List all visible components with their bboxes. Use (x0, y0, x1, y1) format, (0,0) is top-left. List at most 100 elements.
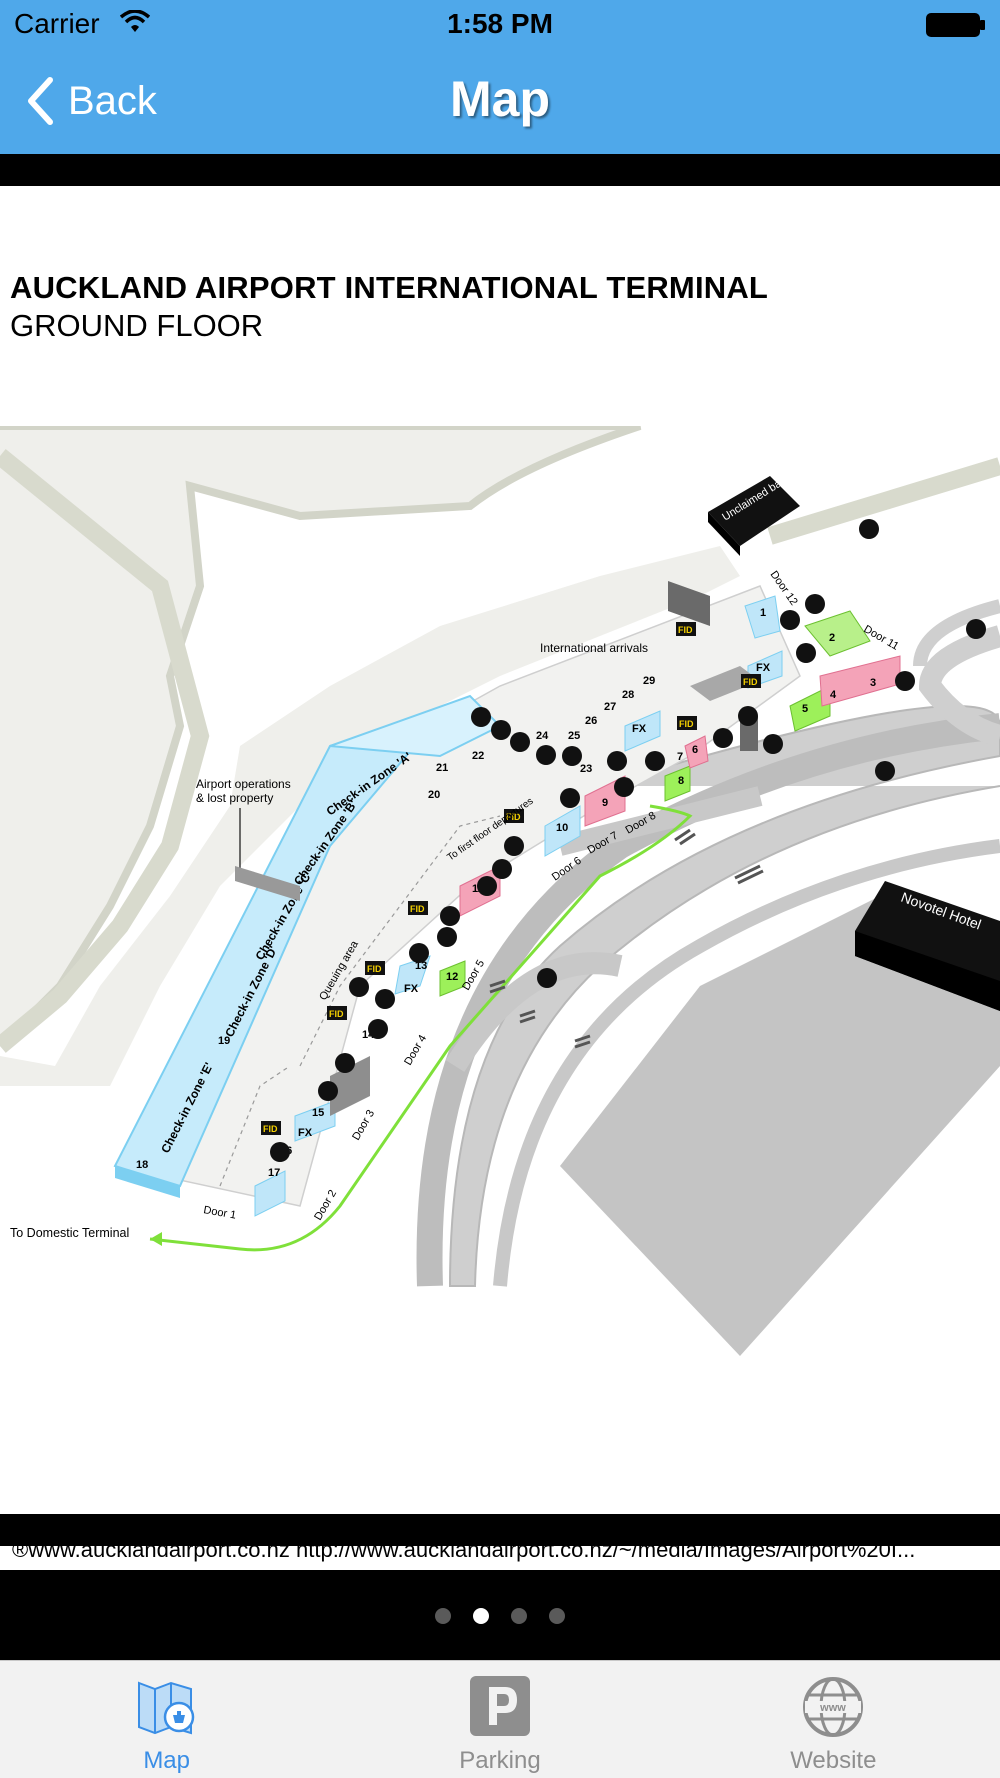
crossings (489, 828, 764, 1049)
no-smoking-icon (859, 519, 879, 539)
tab-bar: Map Parking www Website (0, 1660, 1000, 1778)
page-title: Map (450, 71, 550, 127)
svg-text:4: 4 (830, 689, 837, 701)
svg-text:FID: FID (679, 719, 694, 729)
help-icon (738, 706, 758, 726)
svg-text:7: 7 (677, 751, 683, 763)
pager-area (0, 1570, 1000, 1660)
map-icon (137, 1681, 194, 1735)
svg-text:19: 19 (218, 1035, 230, 1047)
tab-map[interactable]: Map (0, 1661, 333, 1778)
status-time: 1:58 PM (447, 8, 553, 39)
currency-exchange-icon (440, 906, 460, 926)
smoking-icon (966, 619, 986, 639)
mail-icon (607, 751, 627, 771)
battery-icon (926, 13, 985, 37)
tab-website-label: Website (790, 1747, 877, 1774)
svg-text:18: 18 (136, 1159, 148, 1171)
internet-icon (796, 643, 816, 663)
toilets-icon (510, 732, 530, 752)
svg-text:21: 21 (436, 762, 448, 774)
toilets-icon (780, 610, 800, 630)
service-counters[interactable]: 17 16 15 FX 14 13 FX 12 11 10 9 23 24 25… (254, 595, 901, 1217)
tab-parking-label: Parking (459, 1747, 541, 1774)
phone-icon (270, 1142, 290, 1162)
svg-text:3: 3 (870, 677, 876, 689)
tab-website[interactable]: www Website (667, 1661, 1000, 1778)
smoking-area-icon (875, 761, 895, 781)
terminal-map[interactable]: Novotel Hotel To Domestic Terminal Check… (0, 426, 1000, 1416)
svg-text:1: 1 (760, 607, 766, 619)
currency-exchange-icon (504, 836, 524, 856)
map-panel[interactable]: AUCKLAND AIRPORT INTERNATIONAL TERMINAL … (0, 186, 1000, 1514)
airport-operations-label: Airport operations (196, 777, 291, 791)
svg-text:28: 28 (622, 689, 634, 701)
phone-icon (763, 734, 783, 754)
svg-text:27: 27 (604, 701, 616, 713)
wifi-icon (120, 10, 150, 32)
svg-text:FX: FX (756, 662, 771, 674)
lost-property-label: & lost property (196, 791, 273, 805)
baggage-icon (349, 977, 369, 997)
back-label: Back (68, 78, 157, 123)
svg-text:9: 9 (602, 797, 608, 809)
currency-exchange-icon (614, 777, 634, 797)
svg-text:Door 1: Door 1 (202, 1204, 237, 1222)
page-indicator[interactable] (0, 1608, 1000, 1624)
toilets-icon (409, 943, 429, 963)
no-phone-icon (805, 594, 825, 614)
svg-text:22: 22 (472, 750, 484, 762)
page-dot-active[interactable] (473, 1608, 489, 1624)
chevron-left-icon (28, 77, 53, 125)
service-icons[interactable] (270, 519, 986, 1162)
help-icon (368, 1019, 388, 1039)
svg-text:13: 13 (415, 960, 427, 972)
page-dot[interactable] (549, 1608, 565, 1624)
svg-text:FX: FX (298, 1127, 313, 1139)
caption-text: ®www.aucklandairport.co.nz http://www.au… (12, 1546, 916, 1562)
svg-text:5: 5 (802, 703, 808, 715)
fid-markers: FID FID FID FID FID FID FID FID (261, 622, 761, 1135)
tab-map-label: Map (143, 1747, 190, 1774)
road-loop (448, 705, 1000, 1287)
svg-text:FID: FID (410, 904, 425, 914)
to-domestic-label: To Domestic Terminal (10, 1226, 129, 1240)
top-black-strip (0, 154, 1000, 186)
map-heading: AUCKLAND AIRPORT INTERNATIONAL TERMINAL … (10, 270, 768, 344)
tab-parking[interactable]: Parking (333, 1661, 666, 1778)
baggage-icon (437, 927, 457, 947)
lift-icon (335, 1053, 355, 1073)
carrier-label: Carrier (14, 8, 100, 39)
map-title: AUCKLAND AIRPORT INTERNATIONAL TERMINAL (10, 270, 769, 305)
parking-icon (469, 1676, 530, 1736)
currency-exchange-icon (375, 989, 395, 1009)
page-dot[interactable] (435, 1608, 451, 1624)
svg-text:12: 12 (446, 971, 458, 983)
escalator-icon (713, 728, 733, 748)
escalator-icon (492, 859, 512, 879)
svg-text:10: 10 (556, 822, 568, 834)
www-globe-icon: www (803, 1677, 864, 1737)
atm-icon (477, 876, 497, 896)
back-button[interactable]: Back (26, 76, 157, 126)
baby-change-icon (562, 746, 582, 766)
info-icon (895, 671, 915, 691)
svg-text:www: www (819, 1702, 846, 1714)
phone-icon (536, 745, 556, 765)
svg-text:6: 6 (692, 744, 698, 756)
parking-lot (560, 896, 1000, 1356)
svg-text:FID: FID (678, 625, 693, 635)
svg-text:FX: FX (404, 983, 419, 995)
svg-text:2: 2 (829, 632, 835, 644)
svg-text:25: 25 (568, 730, 580, 742)
svg-text:FID: FID (263, 1124, 278, 1134)
route-to-domestic (149, 804, 693, 1252)
page-dot[interactable] (511, 1608, 527, 1624)
toilets-icon (318, 1081, 338, 1101)
atm-icon (471, 707, 491, 727)
currency-exchange-icon (560, 788, 580, 808)
first-aid-icon (491, 720, 511, 740)
svg-text:24: 24 (536, 730, 549, 742)
phone-icon (645, 751, 665, 771)
map-subtitle: GROUND FLOOR (10, 308, 264, 343)
